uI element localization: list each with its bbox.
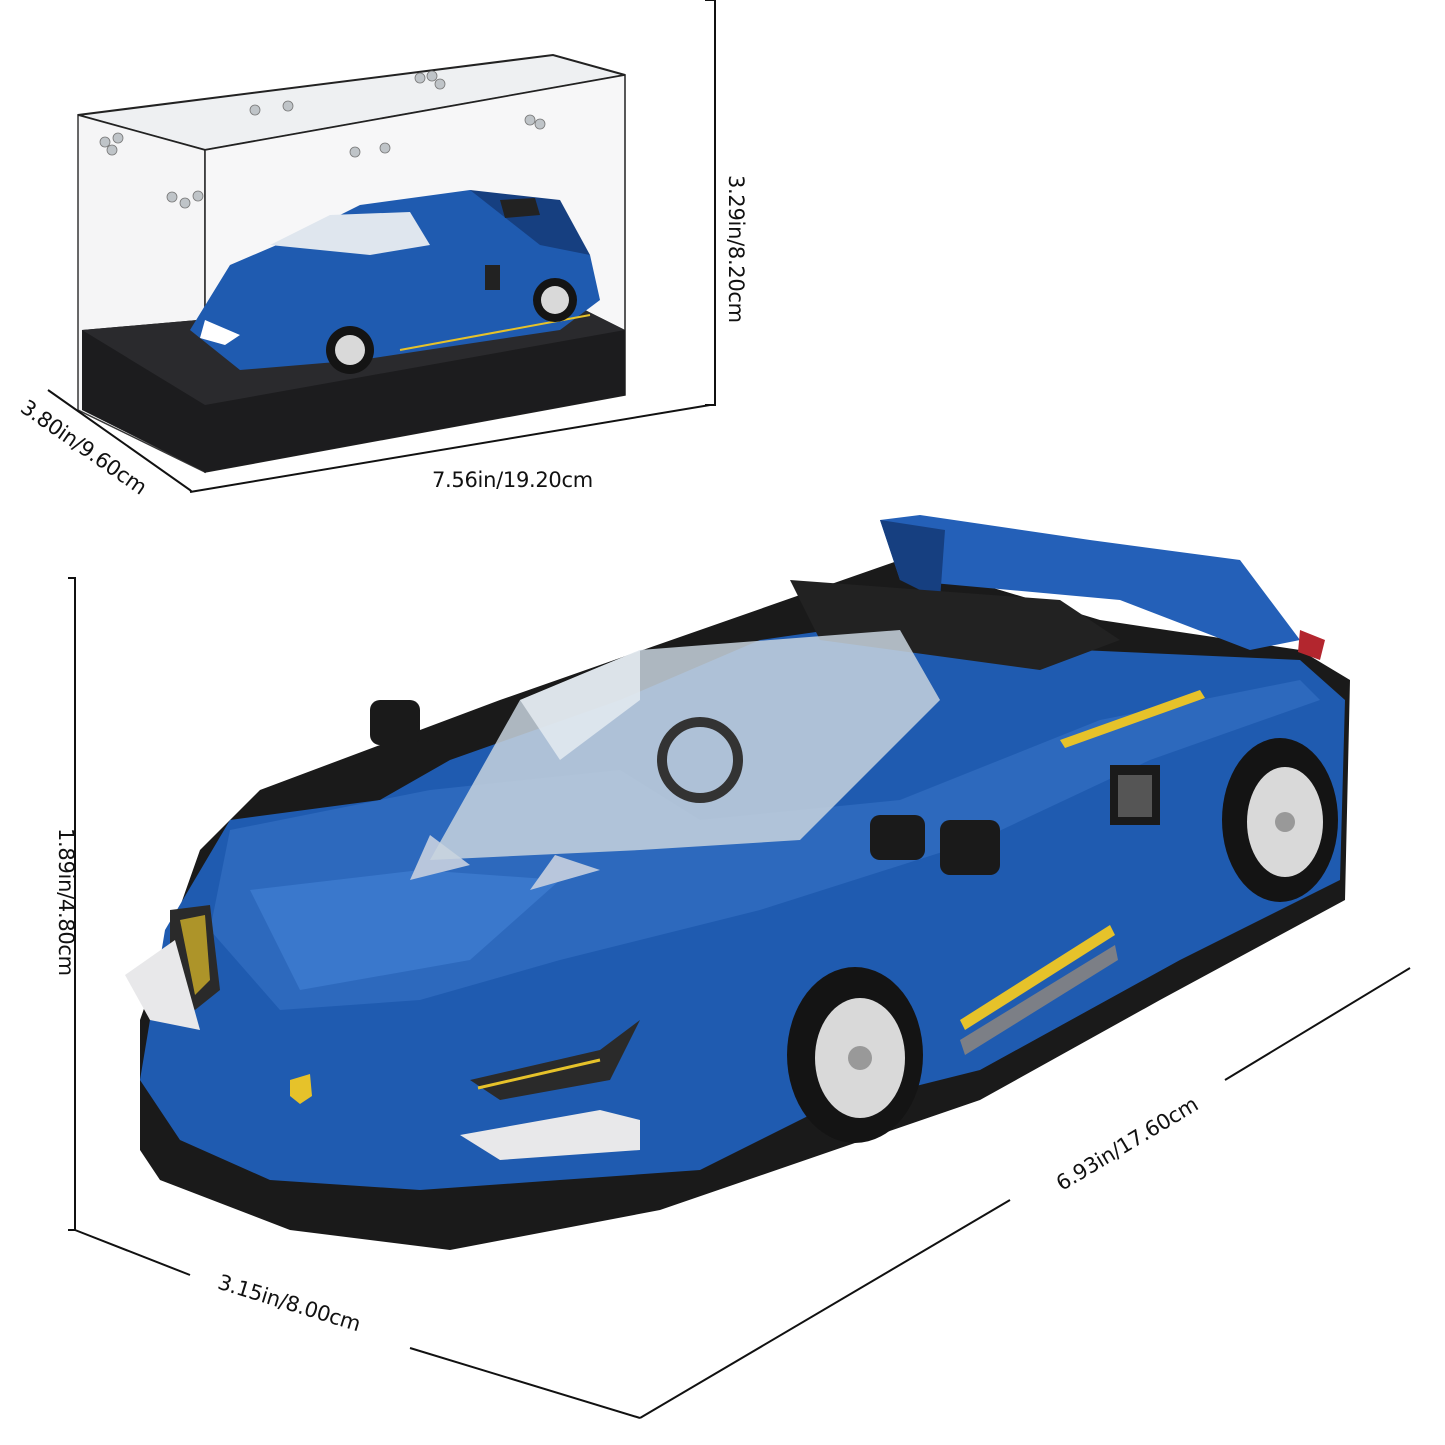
case-width-label: 7.56in/19.20cm: [432, 468, 593, 492]
car-dimension-lines: [68, 577, 1411, 1419]
display-case: [77, 53, 626, 474]
wheel-rear: [1222, 738, 1338, 902]
wheel-front: [787, 967, 923, 1143]
case-height-label: 3.29in/8.20cm: [724, 175, 748, 323]
car-height-label: 1.89in/4.80cm: [54, 828, 78, 976]
car-model: [125, 515, 1350, 1250]
case-dimension-lines: [47, 0, 716, 493]
case-car-miniature: [190, 190, 600, 374]
